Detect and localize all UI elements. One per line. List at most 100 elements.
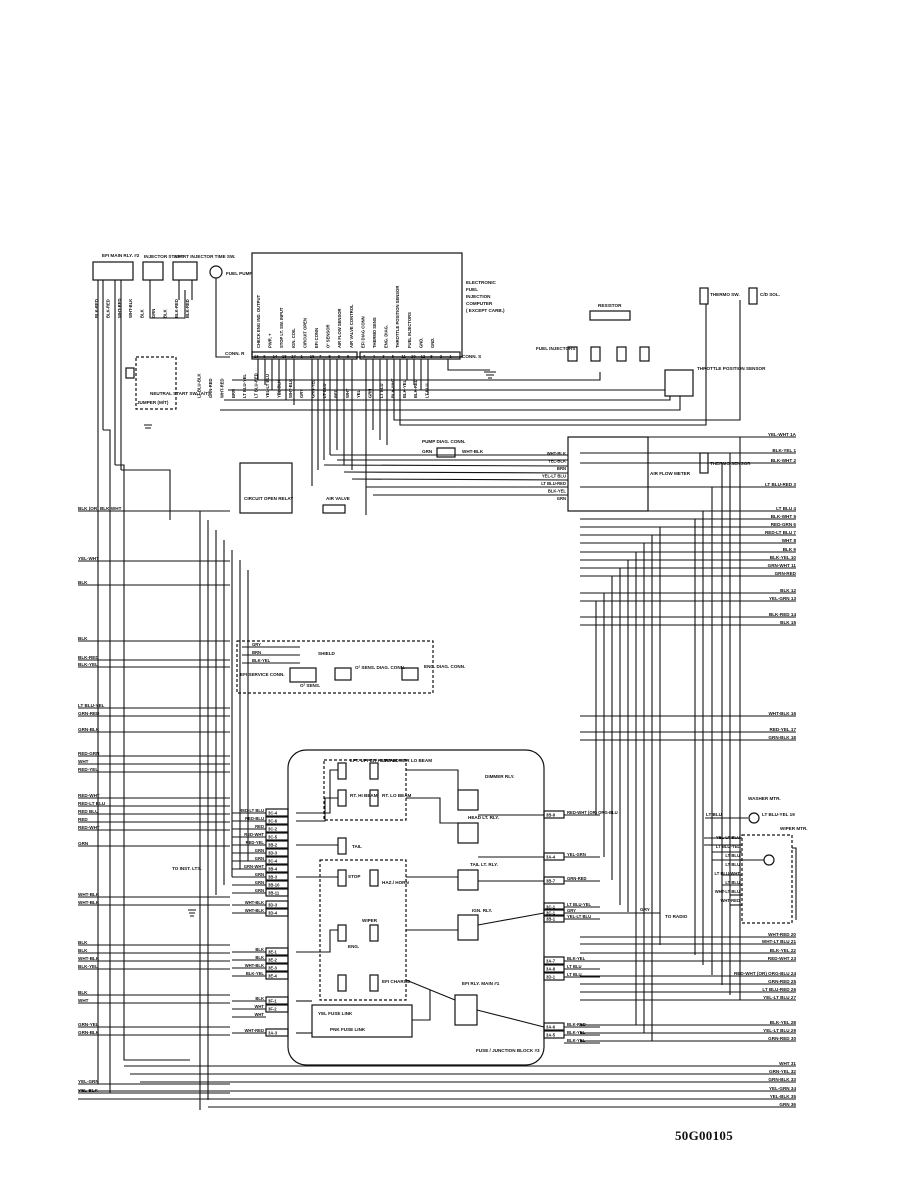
fuse-charge — [369, 974, 379, 992]
right-wire-label: BLK-RED 14 — [769, 612, 797, 617]
computer-pin-function-label: O² SENSOR — [326, 325, 331, 349]
computer-pin-function-label: ENG. DIAG. — [384, 325, 389, 348]
fuse-left-pin-label: 3E-2 — [268, 958, 278, 963]
left-wire-label: BLK — [78, 948, 88, 953]
right-wire-label: WHT 8 — [782, 538, 797, 543]
top-wire-label: BLK-RED — [105, 299, 110, 318]
top-wire-label: GRN-RED — [208, 378, 213, 398]
fuse-left-wire-label: GRN-WHT — [244, 864, 265, 869]
fuse-stop — [337, 869, 347, 887]
left-wire-label: RED-WHT — [78, 825, 100, 830]
ground-symbols — [144, 371, 496, 917]
csd-sol-label: C/D SOL. — [760, 292, 780, 297]
conn-s-pin-number: 7 — [363, 354, 366, 359]
resistor-box — [589, 310, 631, 321]
fuse-left-wire-label: RED-WHT — [244, 832, 264, 837]
o2-sens-label: O² SENS. — [300, 683, 320, 688]
left-wire-label: BLK-YEL — [78, 662, 98, 667]
right-wire-label: YEL-GRN 34 — [769, 1086, 797, 1091]
air-valve-label: AIR VALVE — [326, 496, 350, 501]
left-wire-label: RED-GRN — [78, 751, 100, 756]
thermo-sw-label: THERMO SW. — [710, 292, 740, 297]
fuse-left-pin-label: 3C-4 — [268, 859, 278, 864]
fuse-left-terminal — [265, 864, 289, 873]
air-flow-wire-label: WHT-BLK — [547, 451, 566, 456]
gry-to-radio-label: GRY — [640, 907, 650, 912]
fuse-left-pin-label: 3B-3 — [268, 875, 278, 880]
conn-r-pin-number: 1 — [301, 354, 304, 359]
washer-motor-symbol — [748, 812, 760, 824]
left-wire-label: GRN-RED — [78, 711, 100, 716]
computer-pin-function-label: STOP LT. SW. INPUT — [279, 307, 284, 348]
right-wire-label: GRN-WHT 11 — [768, 563, 797, 568]
top-wire-label: GRN-YEL — [311, 379, 316, 398]
top-wire-label: WHT-RED — [219, 378, 224, 398]
top-wire-label: BLK-RED — [94, 299, 99, 318]
conn-r-pin-number: 18 — [282, 354, 287, 359]
o2-diag-conn-box — [334, 667, 352, 681]
pump-diag-wire-label: WHT-BLK — [462, 449, 484, 454]
right-wire-label: WHT-LT BLU 21 — [762, 939, 797, 944]
fuse-left-terminal — [265, 1004, 289, 1013]
fuse-wiper — [369, 924, 379, 942]
pnk-fuse-link-label: PNK FUSE LINK — [330, 1027, 366, 1032]
fuse-left-pin-label: 3C-6 — [268, 819, 278, 824]
efi-main-rly-label: EFI MAIN RLY. #2 — [102, 253, 140, 258]
air-valve-box — [322, 504, 346, 514]
right-wire-label: RED-WHT (OR) ORG-BLU 24 — [734, 971, 796, 976]
fuse-left-terminal — [265, 872, 289, 881]
right-wire-label: RED-GRN 6 — [771, 522, 797, 527]
conn-s-block — [359, 351, 461, 360]
top-wire-label: GRN — [151, 309, 156, 318]
left-wire-label: GRN-BLK — [78, 1030, 100, 1035]
fuse-right-wire-label: RED-WHT (OR) ORG-BLU — [567, 810, 618, 815]
computer-title-1: ELECTRONIC — [466, 280, 497, 285]
conn-s-pin-number: 4 — [373, 354, 376, 359]
fuse-left-wire-label: WHT-BLK — [245, 900, 264, 905]
fuse-left-terminal — [265, 908, 289, 917]
right-wire-label: YEL-GRN 13 — [769, 596, 797, 601]
wiper-wire-label: WHT-LT BLU — [715, 889, 740, 894]
fuel-injectors-label: FUEL INJECTORS — [536, 346, 575, 351]
fuse-left-pin-label: 3D-4 — [268, 911, 278, 916]
conn-r-pin-number: 7 — [319, 354, 322, 359]
conn-r-label: CONN. R — [225, 351, 245, 356]
fuse-left-pin-label: 3C-2 — [268, 827, 278, 832]
computer-pin-function-label: FUEL INJECTORS — [407, 312, 412, 348]
wiper-motor-area — [741, 834, 793, 924]
fuse-haz-horn — [369, 869, 379, 887]
efi-rly-main-label: EFI RLY. MAIN #1 — [462, 981, 500, 986]
fuse-left-terminal — [265, 971, 289, 980]
top-wire-label: LT BLU — [425, 383, 430, 398]
o2-sens-diag-conn-label: O² SENS. DIAG. CONN. — [355, 665, 405, 670]
fuse-rt-lo — [369, 789, 379, 807]
fuse-right-pin-label: 3A-7 — [546, 959, 556, 964]
top-wire-label: LT BLU-YEL — [242, 373, 247, 398]
fuse-right-pin-label: 3B-1 — [546, 917, 556, 922]
top-wire-label: LT BLU-RED — [254, 373, 259, 398]
lft-lower-lo-beam-label: LFT. LOWER LO BEAM — [382, 758, 432, 763]
fuse-link-area — [311, 1004, 413, 1038]
left-wire-label: BLK-YEL — [78, 964, 98, 969]
right-wire-label: BLK-WHT 2 — [771, 458, 797, 463]
throttle-position-sensor-label: THROTTLE POSITION SENSOR — [697, 366, 766, 371]
right-wire-label: LT BLU 4 — [776, 506, 796, 511]
left-wire-label: GRN-YEL — [78, 1022, 99, 1027]
eng-label: ENG. — [348, 944, 359, 949]
conn-r-pin-number: 16 — [254, 354, 259, 359]
efi-charge-label: EFI CHARGE — [382, 979, 410, 984]
injector-start-label: INJECTOR START — [144, 254, 184, 259]
fuse-right-wire-label: YEL-LT BLU — [567, 914, 591, 919]
air-flow-wire-label: YEL-LT BLU — [542, 474, 566, 479]
haz-horn-label: HAZ./ HORN — [382, 880, 409, 885]
rt-hi-beam-label: RT. HI BEAM — [350, 793, 378, 798]
left-wire-group: BLK (OR) BLK-WHTYEL-WHTBLKBLKBLK-REDBLK-… — [78, 506, 230, 1094]
fuse-left-wire-label: RED-BLU — [245, 816, 264, 821]
fuse-left-terminal — [265, 996, 289, 1005]
fuse-left-wire-label: GRN — [255, 880, 264, 885]
